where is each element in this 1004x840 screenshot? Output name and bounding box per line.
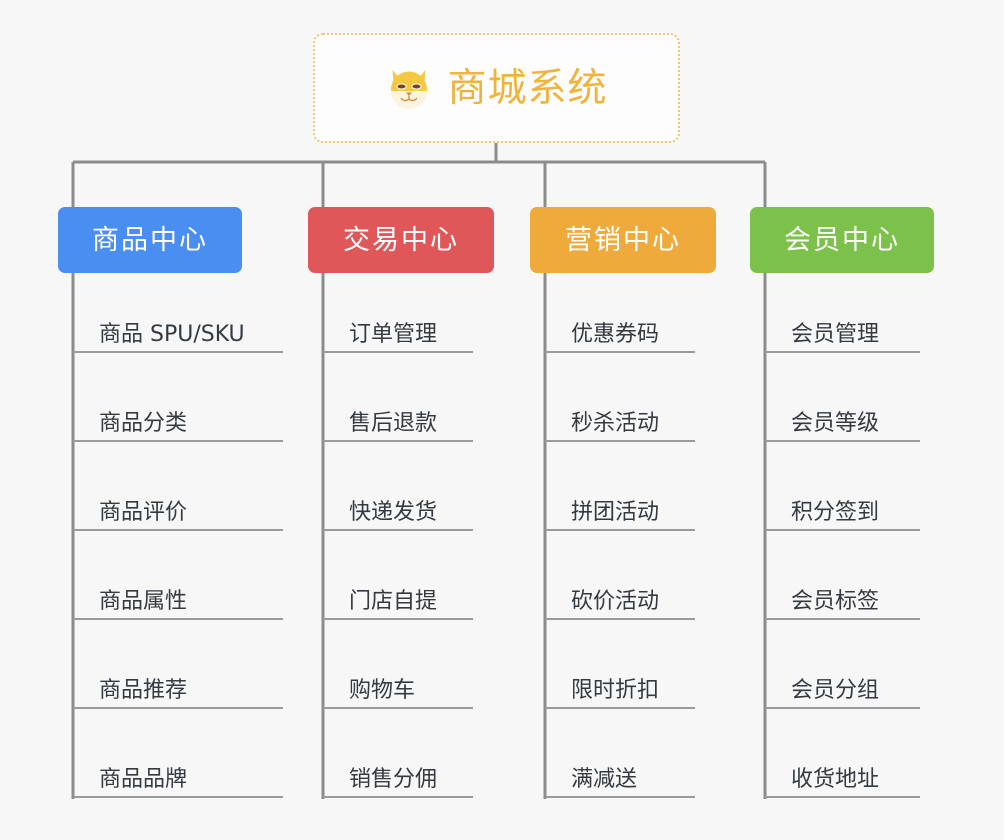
leaf-item[interactable]: 会员分组 [765, 663, 920, 709]
leaf-item-label: 商品属性 [99, 589, 188, 615]
root-node[interactable]: 商城系统 [313, 33, 680, 143]
leaf-item-label: 拼团活动 [571, 500, 660, 526]
leaf-item[interactable]: 收货地址 [765, 752, 920, 798]
leaf-item[interactable]: 订单管理 [323, 307, 473, 353]
leaf-item[interactable]: 会员等级 [765, 396, 920, 442]
leaf-item-label: 销售分佣 [349, 767, 438, 793]
leaf-item[interactable]: 销售分佣 [323, 752, 473, 798]
category-node-trade-center[interactable]: 交易中心 [308, 207, 494, 273]
leaf-item[interactable]: 会员标签 [765, 574, 920, 620]
leaf-item[interactable]: 拼团活动 [545, 485, 695, 531]
leaf-item[interactable]: 商品属性 [73, 574, 283, 620]
leaf-item-label: 商品品牌 [99, 767, 188, 793]
leaf-item[interactable]: 积分签到 [765, 485, 920, 531]
leaf-item[interactable]: 商品 SPU/SKU [73, 307, 283, 353]
leaf-item[interactable]: 优惠券码 [545, 307, 695, 353]
leaf-item[interactable]: 售后退款 [323, 396, 473, 442]
leaf-item-label: 购物车 [349, 678, 416, 704]
leaf-item-label: 售后退款 [349, 411, 438, 437]
category-node-product-center[interactable]: 商品中心 [58, 207, 242, 273]
leaf-item[interactable]: 砍价活动 [545, 574, 695, 620]
category-label: 营销中心 [565, 224, 681, 256]
leaf-item-label: 会员分组 [791, 678, 880, 704]
leaf-item[interactable]: 购物车 [323, 663, 473, 709]
category-label: 会员中心 [784, 224, 900, 256]
leaf-item-label: 商品分类 [99, 411, 188, 437]
root-node-content: 商城系统 [385, 64, 607, 112]
leaf-item[interactable]: 满减送 [545, 752, 695, 798]
leaf-item[interactable]: 限时折扣 [545, 663, 695, 709]
leaf-item[interactable]: 商品评价 [73, 485, 283, 531]
leaf-item[interactable]: 门店自提 [323, 574, 473, 620]
category-node-marketing-center[interactable]: 营销中心 [530, 207, 716, 273]
leaf-item-label: 优惠券码 [571, 322, 660, 348]
leaf-item-label: 限时折扣 [571, 678, 660, 704]
leaf-item-label: 砍价活动 [571, 589, 660, 615]
category-node-member-center[interactable]: 会员中心 [750, 207, 934, 273]
shiba-dog-face-icon [391, 70, 428, 109]
leaf-item-label: 门店自提 [349, 589, 438, 615]
leaf-item-label: 商品评价 [99, 500, 188, 526]
leaf-item-label: 商品 SPU/SKU [99, 322, 245, 348]
category-label: 商品中心 [92, 224, 208, 256]
leaf-item-label: 会员标签 [791, 589, 880, 615]
leaf-item-label: 订单管理 [349, 322, 438, 348]
leaf-item[interactable]: 快递发货 [323, 485, 473, 531]
category-label: 交易中心 [343, 224, 459, 256]
leaf-item-label: 满减送 [571, 767, 638, 793]
leaf-item-label: 会员管理 [791, 322, 880, 348]
leaf-item-label: 会员等级 [791, 411, 880, 437]
root-title: 商城系统 [447, 65, 608, 111]
leaf-item[interactable]: 会员管理 [765, 307, 920, 353]
leaf-item[interactable]: 商品推荐 [73, 663, 283, 709]
leaf-item-label: 商品推荐 [99, 678, 188, 704]
leaf-item-label: 快递发货 [349, 500, 438, 526]
leaf-item[interactable]: 商品分类 [73, 396, 283, 442]
leaf-item-label: 积分签到 [791, 500, 880, 526]
leaf-item-label: 收货地址 [791, 767, 880, 793]
leaf-item[interactable]: 商品品牌 [73, 752, 283, 798]
leaf-item[interactable]: 秒杀活动 [545, 396, 695, 442]
leaf-item-label: 秒杀活动 [571, 411, 660, 437]
